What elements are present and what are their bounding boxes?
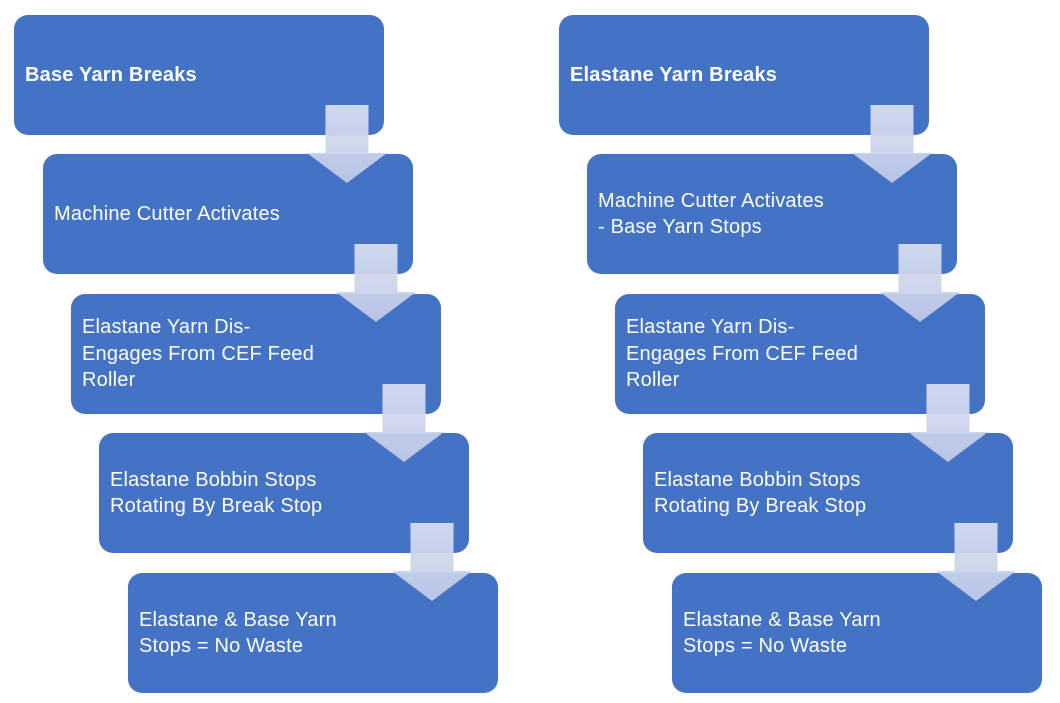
step-label: Elastane Yarn Breaks [570, 63, 778, 86]
step-elastane-bobbin-stops: Elastane Bobbin Stops Rotating By Break … [99, 433, 469, 553]
step-label: Elastane Bobbin Stops Rotating By Break … [654, 468, 867, 518]
step-label: Elastane Yarn Dis- Engages From CEF Feed… [626, 316, 859, 392]
step-label: Elastane Bobbin Stops Rotating By Break … [110, 468, 323, 518]
step-machine-cutter-activates-base-yarn-stops: Machine Cutter Activates - Base Yarn Sto… [587, 154, 957, 274]
step-label: Machine Cutter Activates [54, 202, 281, 225]
step-elastane-disengages-cef-feed-roller: Elastane Yarn Dis- Engages From CEF Feed… [71, 294, 441, 414]
step-label: Elastane & Base Yarn Stops = No Waste [683, 608, 881, 658]
step-no-waste: Elastane & Base Yarn Stops = No Waste [672, 573, 1042, 693]
step-label: Machine Cutter Activates - Base Yarn Sto… [598, 189, 825, 239]
step-elastane-yarn-breaks: Elastane Yarn Breaks [559, 15, 929, 135]
step-elastane-bobbin-stops: Elastane Bobbin Stops Rotating By Break … [643, 433, 1013, 553]
step-machine-cutter-activates: Machine Cutter Activates [43, 154, 413, 274]
step-label: Elastane Yarn Dis- Engages From CEF Feed… [82, 316, 315, 392]
step-elastane-disengages-cef-feed-roller: Elastane Yarn Dis- Engages From CEF Feed… [615, 294, 985, 414]
step-no-waste: Elastane & Base Yarn Stops = No Waste [128, 573, 498, 693]
step-base-yarn-breaks: Base Yarn Breaks [14, 15, 384, 135]
step-label: Base Yarn Breaks [25, 63, 197, 86]
step-label: Elastane & Base Yarn Stops = No Waste [139, 608, 337, 658]
